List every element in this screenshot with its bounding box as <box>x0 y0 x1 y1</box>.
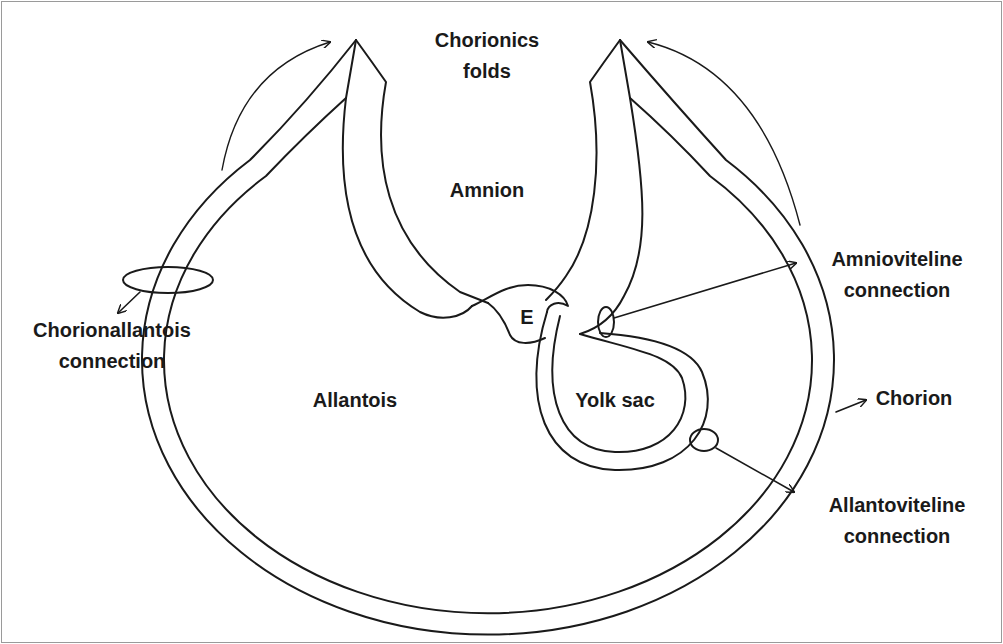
connection-ring <box>598 307 614 337</box>
amnion-wall <box>580 98 642 334</box>
chorion-outer <box>142 40 834 635</box>
part-label: Yolk sac <box>565 385 665 416</box>
amnion-wall <box>546 40 620 300</box>
embryo <box>472 285 568 312</box>
leader-arrow <box>614 263 796 318</box>
yolk-sac-wall <box>552 316 685 452</box>
part-label: Chorion <box>869 383 959 414</box>
leader-arrow <box>118 292 140 313</box>
connection-ring <box>690 429 718 451</box>
growth-arrow <box>648 42 800 225</box>
part-label: E <box>515 302 539 333</box>
leader-arrow <box>716 448 794 492</box>
part-label: Amnion <box>427 175 547 206</box>
part-label: Chorionallantois connection <box>15 315 209 377</box>
connection-ring <box>123 267 213 293</box>
leader-arrow <box>836 400 866 412</box>
embryo <box>488 303 545 343</box>
part-label: Allantois <box>295 385 415 416</box>
part-label: Allantoviteline connection <box>802 490 992 552</box>
fold-edge <box>346 40 356 98</box>
part-label: Amnioviteline connection <box>802 244 992 306</box>
amnion-wall <box>343 98 472 318</box>
part-label: Chorionics folds <box>417 25 557 87</box>
chorion-inner <box>164 98 812 613</box>
growth-arrow <box>222 42 330 170</box>
yolk-sac-wall <box>536 312 707 470</box>
fold-edge <box>620 40 630 98</box>
